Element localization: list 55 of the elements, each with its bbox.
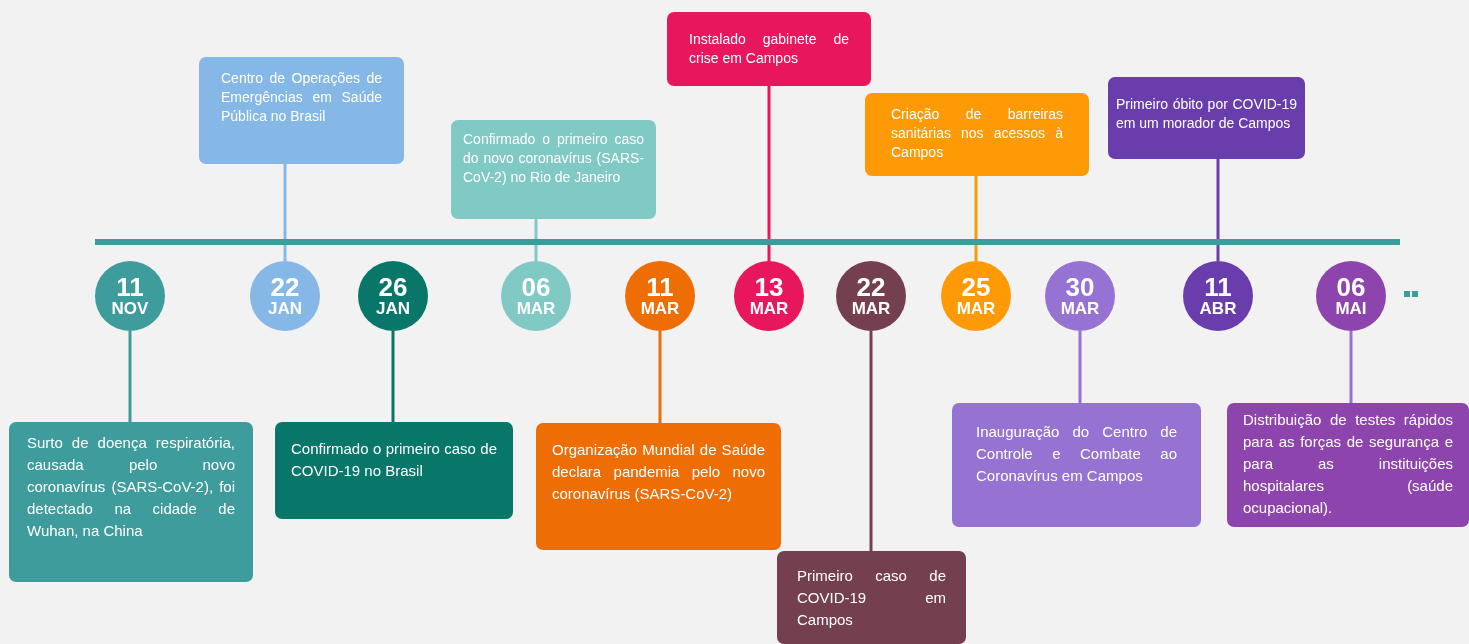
date-day: 11 (1204, 274, 1232, 300)
event-box (536, 423, 781, 550)
connector-line (391, 331, 395, 422)
date-month: NOV (111, 300, 149, 318)
event-text: Inauguração do Centro de Controle e Combate ao Coronavírus em Campos (976, 422, 1177, 486)
connector-line (1216, 159, 1220, 261)
connector-line (767, 86, 771, 261)
date-month: MAR (956, 300, 996, 318)
event-text: Surto de doença respiratória, causada pelo novo coronavírus (SARS-CoV-2), foi detectado na cidade de Wuhan, na China (27, 433, 235, 541)
date-month: ABR (1199, 300, 1237, 318)
event-text: Distribuição de testes rápidos para as forças de segurança e para as instituições hospitalares (saúde ocupacional). (1243, 410, 1453, 518)
date-day: 26 (378, 274, 408, 300)
date-month: MAI (1335, 300, 1367, 318)
connector-line (869, 331, 873, 551)
date-month: MAR (1060, 300, 1100, 318)
event-box (865, 93, 1089, 176)
event-text: Confirmado o primeiro caso do novo coronavírus (SARS-CoV-2) no Rio de Janeiro (463, 130, 644, 187)
event-text: Primeiro óbito por COVID-19 em um morador de Campos (1116, 95, 1297, 133)
event-text: Criação de barreiras sanitárias nos acessos à Campos (891, 105, 1063, 162)
connector-line (1078, 331, 1082, 403)
event-box (1108, 77, 1305, 159)
date-day: 25 (961, 274, 991, 300)
date-day: 22 (270, 274, 300, 300)
date-month: JAN (376, 300, 410, 318)
connector-line (534, 219, 538, 261)
event-text: Centro de Operações de Emergências em Saúde Pública no Brasil (221, 69, 382, 126)
event-box (1227, 403, 1469, 527)
event-box (952, 403, 1201, 527)
connector-line (1349, 331, 1353, 403)
date-month: MAR (516, 300, 556, 318)
connector-line (128, 331, 132, 422)
date-day: 30 (1065, 274, 1095, 300)
event-box (199, 57, 404, 164)
date-month: MAR (749, 300, 789, 318)
event-box (777, 551, 966, 644)
date-month: MAR (851, 300, 891, 318)
date-day: 11 (646, 274, 674, 300)
event-text: Confirmado o primeiro caso de COVID-19 no Brasil (291, 439, 497, 481)
event-box (451, 120, 656, 219)
event-box (275, 422, 513, 519)
event-box (9, 422, 253, 582)
connector-line (658, 331, 662, 423)
event-box (667, 12, 871, 86)
date-day: 22 (856, 274, 886, 300)
date-day: 06 (1336, 274, 1366, 300)
event-text: Organização Mundial de Saúde declara pandemia pelo novo coronavírus (SARS-CoV-2) (552, 440, 765, 504)
event-text: Primeiro caso de COVID-19 em Campos (797, 566, 946, 630)
connector-line (974, 176, 978, 261)
date-day: 06 (521, 274, 551, 300)
date-month: JAN (268, 300, 302, 318)
date-month: MAR (640, 300, 680, 318)
event-text: Instalado gabinete de crise em Campos (689, 30, 849, 68)
date-day: 13 (754, 274, 784, 300)
connector-line (283, 164, 287, 261)
date-day: 11 (116, 274, 144, 300)
